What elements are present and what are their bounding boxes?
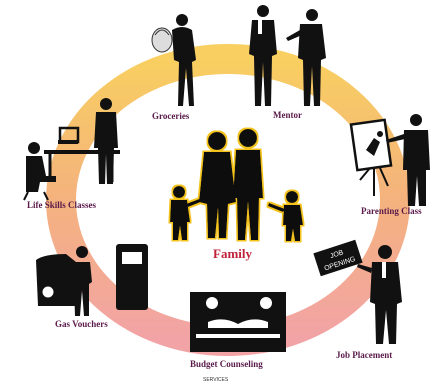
mentor-conversation-icon	[249, 5, 326, 106]
family-silhouette-icon	[170, 129, 303, 241]
family-label: Family	[213, 246, 252, 261]
computer-desk-icon	[23, 98, 120, 201]
sign-line-1: JOB	[329, 249, 344, 260]
job-opening-sign-icon: JOB OPENING	[313, 239, 402, 344]
gas-pump-icon	[36, 244, 148, 316]
footer-caption: SERVICES	[203, 377, 229, 383]
groceries-shopper-icon	[151, 14, 196, 106]
service-label-groceries: Groceries	[152, 111, 190, 121]
service-label-budget-counseling: Budget Counseling	[190, 359, 263, 369]
service-label-life-skills-classes: Life Skills Classes	[27, 200, 97, 210]
service-label-gas-vouchers: Gas Vouchers	[55, 319, 108, 329]
service-label-parenting-class: Parenting Class	[361, 206, 422, 216]
service-label-job-placement: Job Placement	[336, 350, 393, 360]
service-label-mentor: Mentor	[273, 110, 302, 120]
budget-counseling-handshake-icon	[190, 292, 286, 352]
parenting-class-easel-icon	[349, 114, 430, 206]
